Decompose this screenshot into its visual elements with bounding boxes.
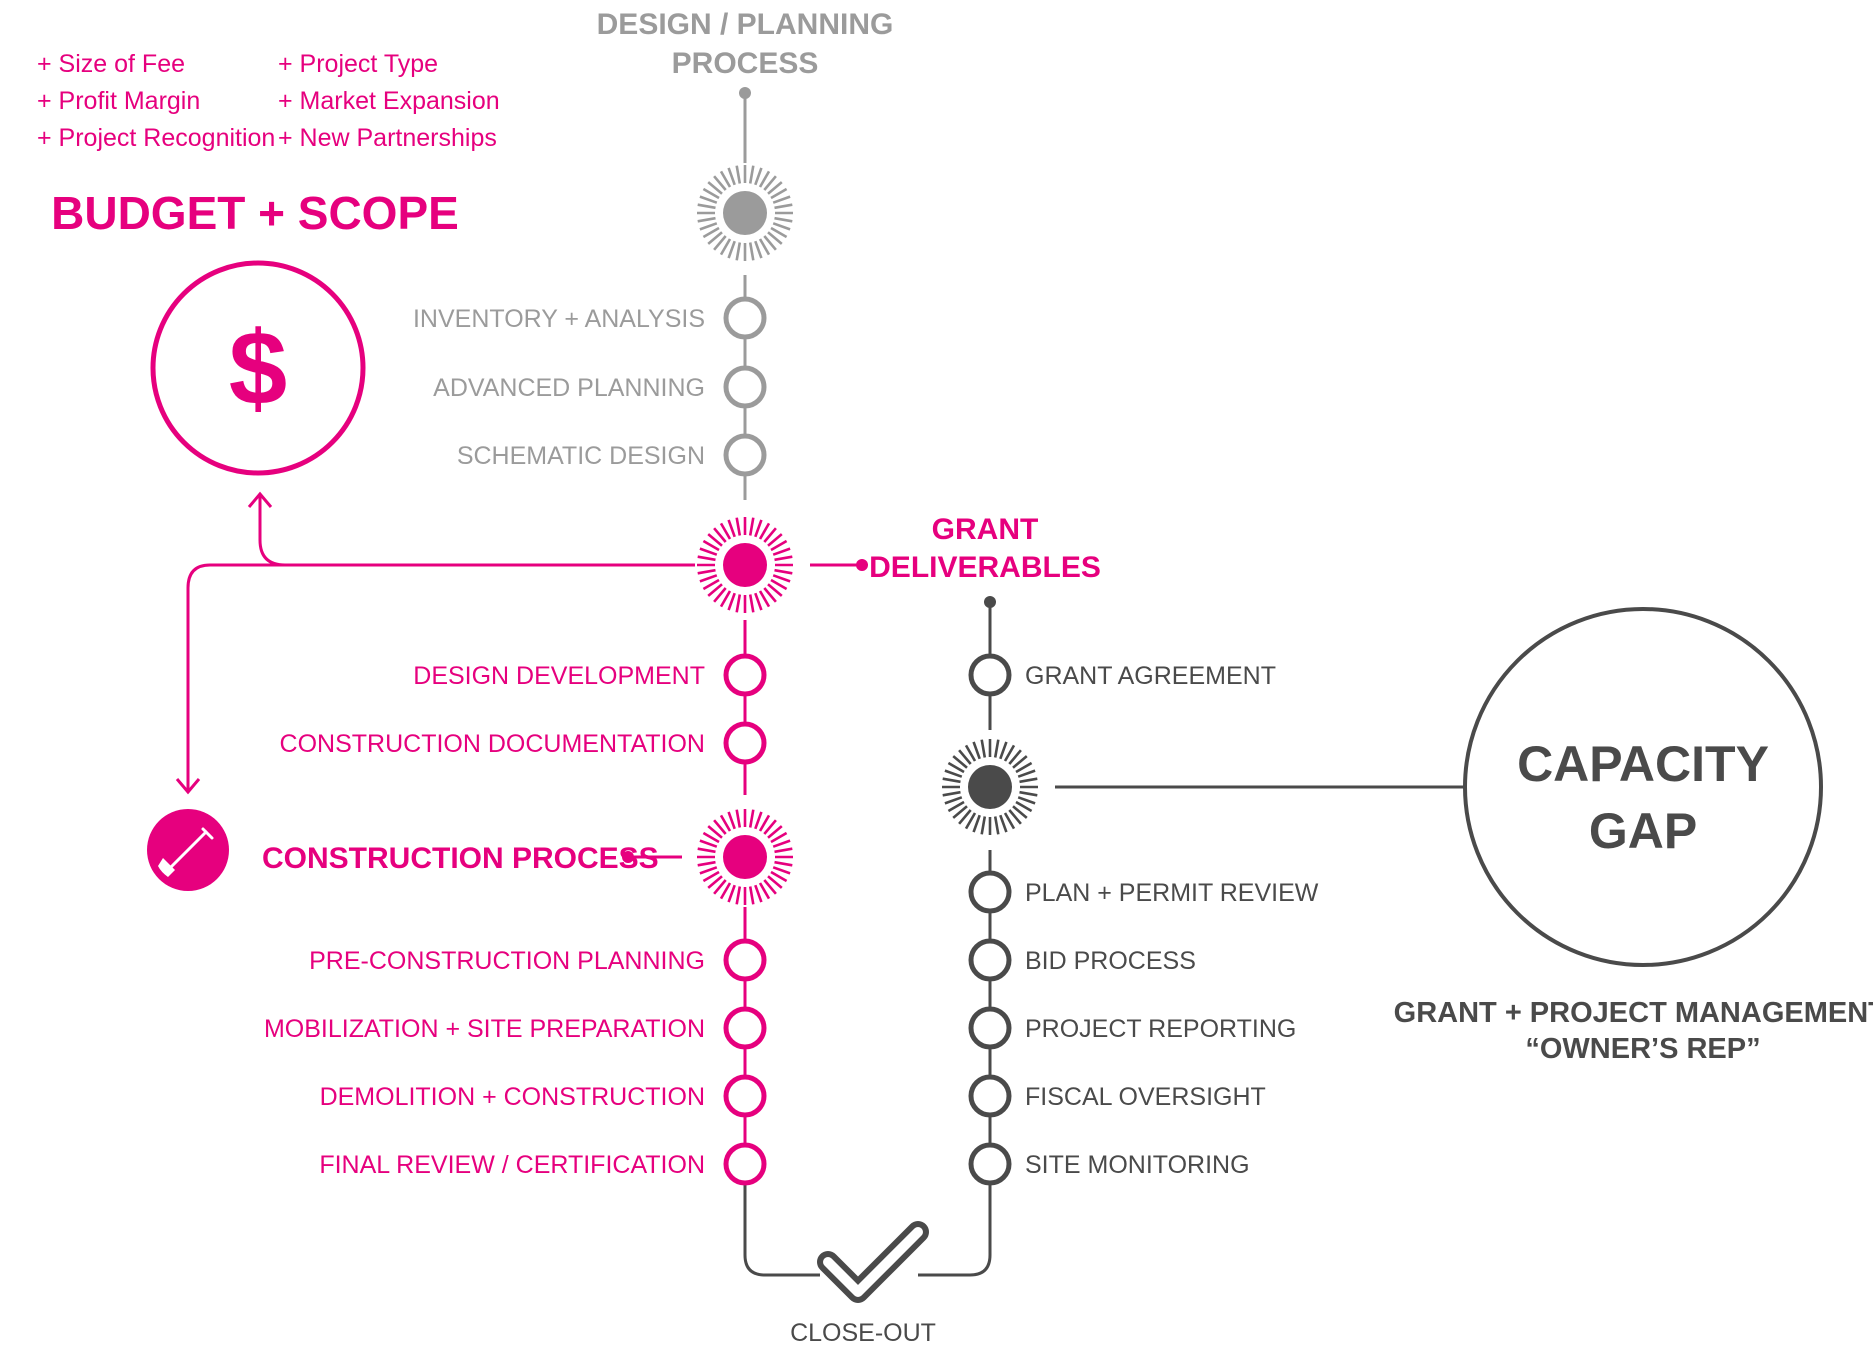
step-label-design-development: DESIGN DEVELOPMENT bbox=[413, 662, 705, 690]
step-node-mobilization bbox=[723, 1006, 767, 1050]
step-node-project-reporting bbox=[968, 1006, 1012, 1050]
step-label-final-review: FINAL REVIEW / CERTIFICATION bbox=[319, 1151, 705, 1179]
step-label-demolition: DEMOLITION + CONSTRUCTION bbox=[320, 1083, 705, 1111]
capacity-gap-burst-node bbox=[940, 737, 1040, 837]
step-node-bid-process bbox=[968, 938, 1012, 982]
design-process-burst-node bbox=[695, 163, 795, 263]
step-label-construction-documentation: CONSTRUCTION DOCUMENTATION bbox=[280, 730, 705, 758]
step-label-site-monitoring: SITE MONITORING bbox=[1025, 1151, 1250, 1179]
construction-process-burst-node bbox=[695, 807, 795, 907]
factor-size-of-fee: + Size of Fee bbox=[37, 50, 185, 78]
construction-process-title: CONSTRUCTION PROCESS bbox=[262, 842, 659, 875]
step-label-inventory: INVENTORY + ANALYSIS bbox=[413, 305, 705, 333]
step-node-fiscal-oversight bbox=[968, 1074, 1012, 1118]
step-label-advanced-planning: ADVANCED PLANNING bbox=[433, 374, 705, 402]
capacity-gap-line2: GAP bbox=[1589, 803, 1697, 859]
factor-project-type: + Project Type bbox=[278, 50, 438, 78]
design-process-title-line2: PROCESS bbox=[672, 47, 819, 80]
step-node-construction-documentation bbox=[723, 721, 767, 765]
grant-deliverables-dot bbox=[856, 559, 868, 571]
step-node-demolition bbox=[723, 1074, 767, 1118]
step-node-pre-construction bbox=[723, 938, 767, 982]
factor-new-partnerships: + New Partnerships bbox=[278, 124, 497, 152]
step-node-plan-permit-review bbox=[968, 870, 1012, 914]
budget-feedback-arrow bbox=[258, 495, 700, 567]
step-node-site-monitoring bbox=[968, 1142, 1012, 1186]
budget-feedback-arrowhead bbox=[247, 491, 273, 508]
step-label-schematic-design: SCHEMATIC DESIGN bbox=[457, 442, 705, 470]
capacity-gap-line1: CAPACITY bbox=[1517, 736, 1769, 792]
owners-rep-caption-line2: “OWNER’S REP” bbox=[1525, 1033, 1760, 1065]
budget-circle bbox=[150, 260, 366, 476]
close-out-left-connector bbox=[743, 1180, 820, 1277]
design-track-start-dot bbox=[739, 87, 751, 99]
grant-deliverables-burst-node bbox=[695, 515, 795, 615]
step-label-project-reporting: PROJECT REPORTING bbox=[1025, 1015, 1296, 1043]
factor-project-recognition: + Project Recognition bbox=[37, 124, 275, 152]
step-node-final-review bbox=[723, 1142, 767, 1186]
step-node-inventory bbox=[723, 296, 767, 340]
owners-rep-caption-line1: GRANT + PROJECT MANAGEMENT: bbox=[1394, 997, 1873, 1029]
step-label-grant-agreement: GRANT AGREEMENT bbox=[1025, 662, 1276, 690]
step-label-pre-construction: PRE-CONSTRUCTION PLANNING bbox=[309, 947, 705, 975]
checkmark-icon bbox=[817, 1221, 929, 1303]
factor-profit-margin: + Profit Margin bbox=[37, 87, 200, 115]
capacity-gap-circle bbox=[1463, 607, 1823, 967]
design-process-title-line1: DESIGN / PLANNING bbox=[597, 8, 894, 41]
factor-market-expansion: + Market Expansion bbox=[278, 87, 500, 115]
step-node-design-development bbox=[723, 653, 767, 697]
step-label-fiscal-oversight: FISCAL OVERSIGHT bbox=[1025, 1083, 1266, 1111]
dollar-icon: $ bbox=[229, 310, 287, 427]
step-node-advanced-planning bbox=[723, 365, 767, 409]
step-label-bid-process: BID PROCESS bbox=[1025, 947, 1196, 975]
construction-feedback-arrow bbox=[186, 563, 285, 790]
close-out-right-connector bbox=[918, 1180, 992, 1277]
shovel-icon bbox=[147, 809, 229, 891]
step-node-grant-agreement bbox=[968, 653, 1012, 697]
step-label-plan-permit-review: PLAN + PERMIT REVIEW bbox=[1025, 879, 1319, 907]
step-label-mobilization: MOBILIZATION + SITE PREPARATION bbox=[264, 1015, 705, 1043]
construction-feedback-arrowhead bbox=[175, 778, 201, 795]
budget-scope-title: BUDGET + SCOPE bbox=[51, 187, 459, 239]
grant-deliverables-title-line1: GRANT bbox=[932, 513, 1039, 546]
step-node-schematic-design bbox=[723, 433, 767, 477]
close-out-label: CLOSE-OUT bbox=[790, 1319, 936, 1347]
grant-deliverables-title-line2: DELIVERABLES bbox=[869, 551, 1101, 584]
construction-process-dot bbox=[622, 851, 634, 863]
